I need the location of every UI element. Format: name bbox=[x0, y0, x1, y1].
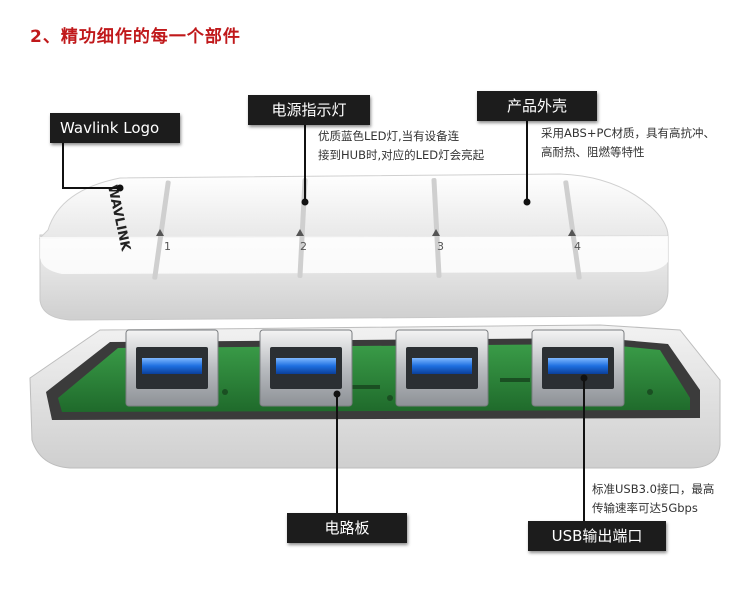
usb-port-3 bbox=[395, 329, 489, 407]
label-circuit-board: 电路板 bbox=[287, 513, 407, 543]
callout-dot-usb bbox=[580, 374, 588, 382]
port-number-1: 1 bbox=[156, 229, 171, 253]
callout-dot-power bbox=[301, 198, 309, 206]
svg-text:1: 1 bbox=[164, 240, 171, 253]
usb-port-1 bbox=[125, 329, 219, 407]
note-line: 优质蓝色LED灯,当有设备连 bbox=[318, 129, 460, 143]
svg-text:3: 3 bbox=[437, 240, 444, 253]
note-power-indicator: 优质蓝色LED灯,当有设备连 接到HUB时,对应的LED灯会亮起 bbox=[318, 127, 484, 165]
note-line: 接到HUB时,对应的LED灯会亮起 bbox=[318, 148, 485, 162]
label-power-indicator: 电源指示灯 bbox=[248, 95, 370, 125]
note-usb-port: 标准USB3.0接口，最高 传输速率可达5Gbps bbox=[592, 480, 714, 518]
label-wavlink-logo: Wavlink Logo bbox=[50, 113, 180, 143]
callout-dot-shell bbox=[523, 198, 531, 206]
note-line: 高耐热、阻燃等特性 bbox=[541, 145, 645, 159]
note-product-shell: 采用ABS+PC材质，具有高抗冲、 高耐热、阻燃等特性 bbox=[541, 124, 715, 162]
callout-lines bbox=[62, 120, 585, 522]
callout-dot-logo bbox=[116, 184, 124, 192]
label-usb-output-port: USB输出端口 bbox=[528, 521, 666, 551]
usb-port-4 bbox=[531, 329, 625, 407]
note-line: 传输速率可达5Gbps bbox=[592, 501, 698, 515]
usb-port-2 bbox=[259, 329, 353, 407]
callout-line-logo bbox=[62, 141, 120, 189]
section-heading: 2、精功细作的每一个部件 bbox=[30, 27, 241, 47]
port-number-3: 3 bbox=[432, 229, 444, 253]
port-number-2: 2 bbox=[296, 229, 307, 253]
note-line: 标准USB3.0接口，最高 bbox=[592, 482, 715, 496]
port-number-4: 4 bbox=[568, 229, 581, 253]
label-product-shell: 产品外壳 bbox=[477, 91, 597, 121]
svg-text:4: 4 bbox=[574, 240, 581, 253]
callout-dot-pcb bbox=[333, 390, 341, 398]
top-shell-top bbox=[38, 173, 669, 239]
note-line: 采用ABS+PC材质，具有高抗冲、 bbox=[541, 126, 715, 140]
svg-text:2: 2 bbox=[300, 240, 307, 253]
